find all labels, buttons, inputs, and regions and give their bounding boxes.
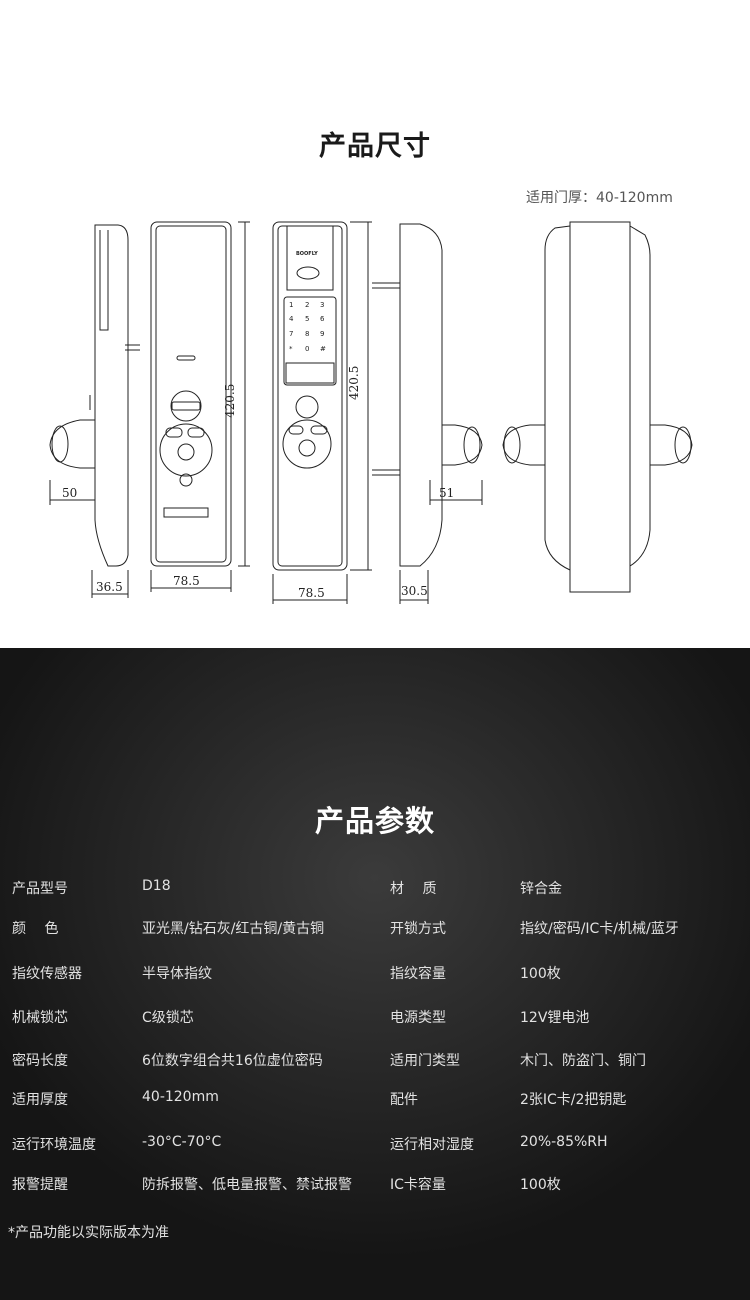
side-view-right xyxy=(372,223,483,604)
spec-label: 开锁方式 xyxy=(390,921,446,937)
dimension-label: 78.5 xyxy=(298,586,325,600)
key: 4 xyxy=(289,315,294,323)
dimension-label: 50 xyxy=(62,486,77,500)
key: 5 xyxy=(305,315,309,323)
key: 6 xyxy=(320,315,325,323)
spec-value: 防拆报警、低电量报警、禁试报警 xyxy=(142,1177,352,1193)
dimensions-title: 产品尺寸 xyxy=(319,131,431,162)
dimension-label: 51 xyxy=(439,486,454,500)
spec-label: 运行环境温度 xyxy=(12,1137,96,1153)
back-view xyxy=(150,221,250,592)
spec-label: 材 质 xyxy=(390,881,437,897)
spec-label: 运行相对湿度 xyxy=(390,1137,474,1153)
spec-value: 100枚 xyxy=(520,1177,561,1193)
spec-value: 6位数字组合共16位虚位密码 xyxy=(142,1053,323,1069)
spec-value: D18 xyxy=(142,878,171,894)
spec-label: 产品型号 xyxy=(12,881,68,897)
spec-value: 2张IC卡/2把钥匙 xyxy=(520,1092,627,1108)
spec-label: 密码长度 xyxy=(12,1053,68,1069)
spec-value: 锌合金 xyxy=(520,881,562,897)
spec-label: 颜 色 xyxy=(12,921,59,937)
dimension-label: 420.5 xyxy=(223,384,237,418)
specs-title: 产品参数 xyxy=(314,804,435,838)
dimension-label: 30.5 xyxy=(401,584,428,598)
key: 1 xyxy=(289,301,293,309)
key: 3 xyxy=(320,301,324,309)
side-view-left xyxy=(49,224,140,598)
dimension-label: 420.5 xyxy=(347,366,361,400)
spec-value: 亚光黑/钻石灰/红古铜/黄古铜 xyxy=(142,921,325,937)
key: # xyxy=(320,345,326,353)
key: 8 xyxy=(305,330,309,338)
key: * xyxy=(289,345,293,353)
spec-value: 100枚 xyxy=(520,966,561,982)
spec-label: IC卡容量 xyxy=(390,1177,446,1193)
spec-value: 12V锂电池 xyxy=(520,1010,590,1026)
key: 7 xyxy=(289,330,293,338)
spec-value: 半导体指纹 xyxy=(142,966,212,982)
spec-value: 40-120mm xyxy=(142,1089,219,1105)
spec-label: 机械锁芯 xyxy=(12,1010,68,1026)
brand-mark: BOOFLY xyxy=(296,251,318,257)
spec-value: 20%-85%RH xyxy=(520,1134,608,1150)
dimensions-section: 产品尺寸 适用门厚：40-120mm xyxy=(0,0,750,648)
door-thickness-label: 适用门厚：40-120mm xyxy=(526,190,673,206)
assembled-side-view xyxy=(502,221,693,593)
spec-label: 指纹传感器 xyxy=(12,966,82,982)
spec-label: 适用厚度 xyxy=(12,1092,68,1108)
spec-label: 配件 xyxy=(390,1092,418,1108)
front-view xyxy=(272,221,372,604)
technical-drawing: BOOFLY 1 2 3 4 5 6 7 8 9 * 0 # xyxy=(49,221,693,604)
dimension-label: 36.5 xyxy=(96,580,123,594)
dimension-label: 78.5 xyxy=(173,574,200,588)
spec-note: *产品功能以实际版本为准 xyxy=(8,1225,169,1241)
specs-section: 产品参数 产品型号 D18 材 质 锌合金颜 色 亚光黑/钻石灰/红古铜/黄古铜 开锁方式… xyxy=(0,648,750,1300)
spec-label: 报警提醒 xyxy=(12,1177,68,1193)
key: 0 xyxy=(305,345,309,353)
spec-value: 指纹/密码/IC卡/机械/蓝牙 xyxy=(520,921,679,937)
spec-label: 指纹容量 xyxy=(390,966,446,982)
spec-label: 适用门类型 xyxy=(390,1053,460,1069)
spec-value: C级锁芯 xyxy=(142,1010,194,1026)
key: 2 xyxy=(305,301,309,309)
spec-value: -30°C-70°C xyxy=(142,1134,222,1150)
spec-label: 电源类型 xyxy=(390,1010,446,1026)
spec-value: 木门、防盗门、铜门 xyxy=(520,1053,646,1069)
key: 9 xyxy=(320,330,324,338)
